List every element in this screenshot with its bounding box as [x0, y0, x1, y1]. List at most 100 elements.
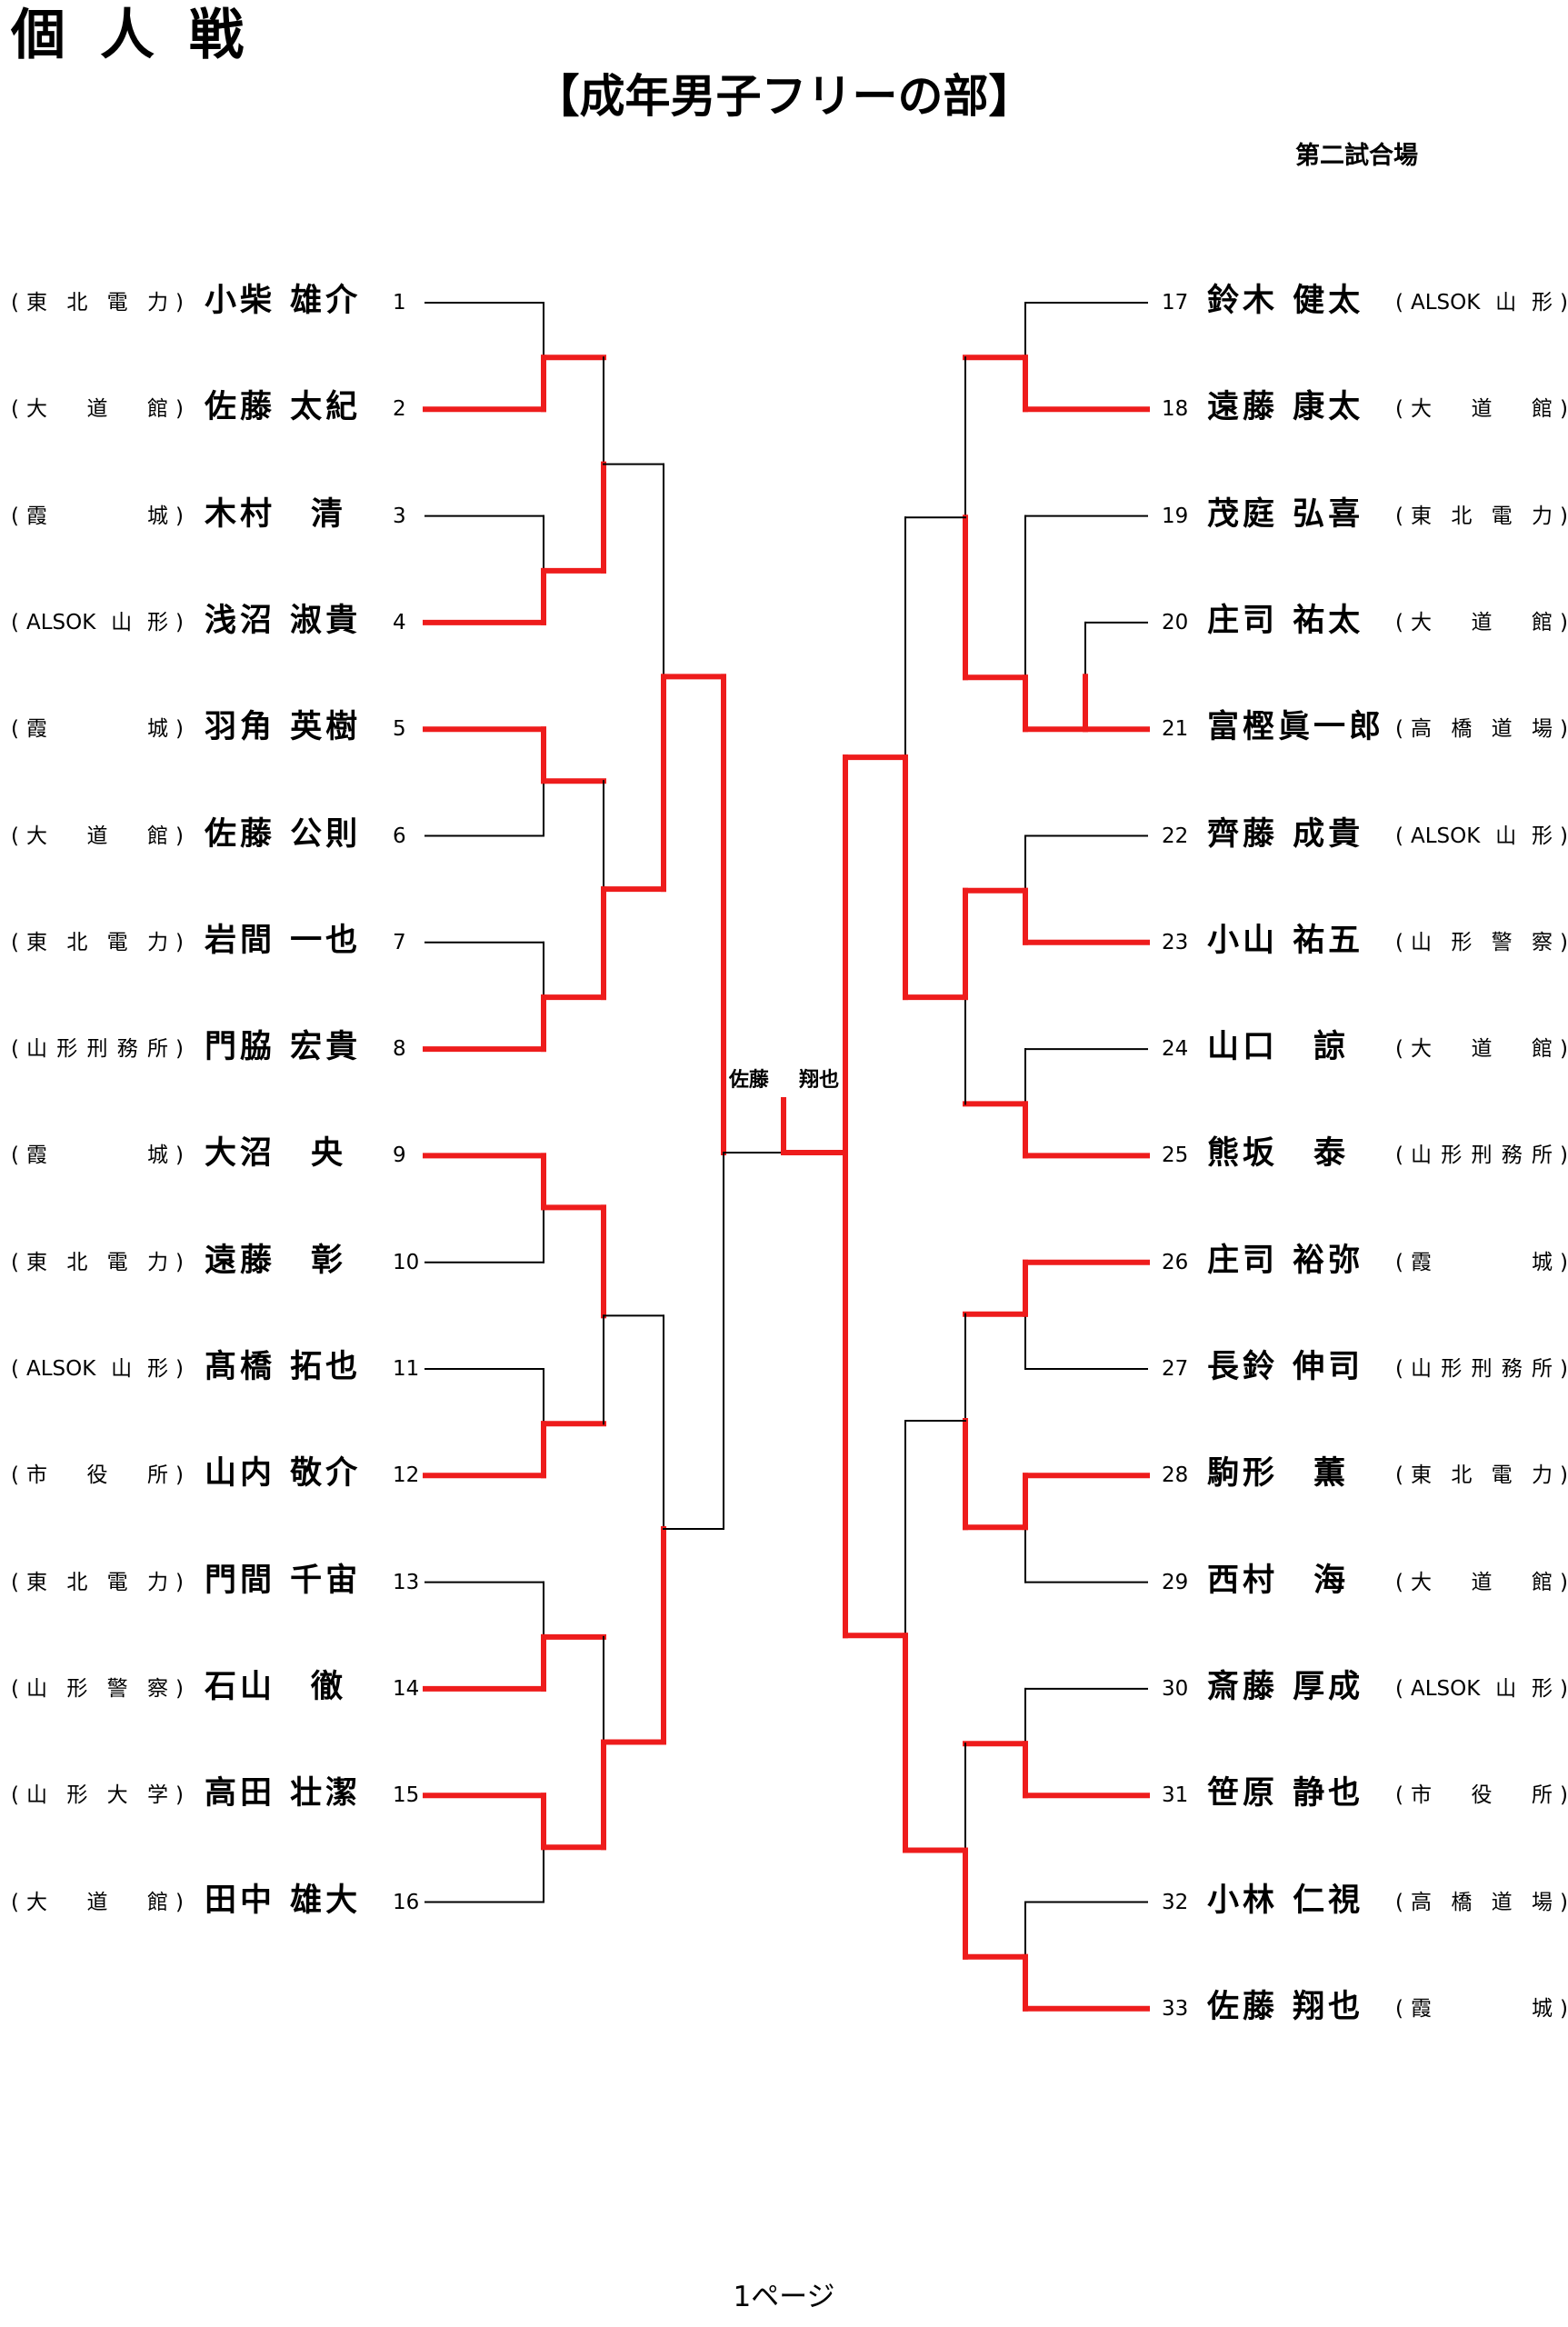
left-seed-number: 4	[393, 610, 406, 634]
paren-close: )	[175, 1144, 184, 1168]
left-affiliation: (東北電力)	[11, 1244, 184, 1281]
right-player-name: 齊藤 成貴	[1207, 815, 1364, 853]
affiliation-text: 大道館	[1410, 397, 1553, 422]
paren-close: )	[175, 930, 184, 954]
right-affiliation: (ALSOK山形)	[1395, 818, 1568, 854]
paren-close: )	[175, 1676, 184, 1701]
left-seed-number: 11	[393, 1357, 420, 1381]
paren-open: (	[1395, 610, 1403, 634]
left-player-name: 石山 徹	[205, 1668, 347, 1705]
right-seed-number: 28	[1162, 1463, 1189, 1488]
paren-close: )	[175, 610, 184, 634]
right-affiliation: (市役所)	[1395, 1777, 1568, 1813]
affiliation-text: 大道館	[25, 824, 169, 848]
affiliation-text: 東北電力	[25, 1570, 169, 1594]
paren-close: )	[1560, 1783, 1568, 1808]
affiliation-text: ALSOK山形	[1410, 824, 1553, 848]
left-affiliation: (霞城)	[11, 711, 184, 747]
paren-open: (	[1395, 1144, 1403, 1168]
right-player-name: 鈴木 健太	[1207, 283, 1364, 319]
right-affiliation: (東北電力)	[1395, 1457, 1568, 1493]
affiliation-text: 山形警察	[1410, 930, 1553, 954]
left-player-name: 佐藤 公則	[205, 815, 362, 853]
left-seed-number: 16	[393, 1890, 420, 1914]
right-seed-number: 20	[1162, 610, 1189, 634]
paren-close: )	[175, 1463, 184, 1488]
paren-close: )	[175, 1890, 184, 1914]
affiliation-text: 大道館	[1410, 610, 1553, 634]
right-seed-number: 29	[1162, 1570, 1189, 1594]
right-player-name: 遠藤 康太	[1207, 389, 1364, 426]
left-player-name: 佐藤 太紀	[205, 389, 362, 426]
left-seed-number: 7	[393, 930, 406, 954]
left-seed-number: 6	[393, 824, 406, 848]
paren-close: )	[1560, 610, 1568, 634]
paren-close: )	[1560, 930, 1568, 954]
right-seed-number: 27	[1162, 1357, 1189, 1381]
left-affiliation: (東北電力)	[11, 1564, 184, 1601]
paren-close: )	[1560, 717, 1568, 742]
left-affiliation: (大道館)	[11, 1884, 184, 1921]
affiliation-text: 大道館	[1410, 1570, 1553, 1594]
paren-close: )	[1560, 1676, 1568, 1701]
paren-open: (	[1395, 1570, 1403, 1594]
left-affiliation: (山形大学)	[11, 1777, 184, 1813]
affiliation-text: 山形刑務所	[1410, 1144, 1553, 1168]
paren-open: (	[1395, 1890, 1403, 1914]
paren-close: )	[1560, 1144, 1568, 1168]
paren-close: )	[1560, 291, 1568, 315]
left-seed-number: 15	[393, 1783, 420, 1808]
right-affiliation: (霞城)	[1395, 1244, 1568, 1281]
affiliation-text: 東北電力	[25, 1250, 169, 1274]
paren-close: )	[1560, 1250, 1568, 1274]
affiliation-text: 市役所	[1410, 1783, 1553, 1808]
paren-open: (	[11, 610, 19, 634]
paren-open: (	[11, 1250, 19, 1274]
paren-open: (	[11, 1676, 19, 1701]
left-player-name: 小柴 雄介	[205, 283, 362, 319]
affiliation-text: 市役所	[25, 1463, 169, 1488]
right-player-name: 佐藤 翔也	[1207, 1988, 1364, 2025]
affiliation-text: 大道館	[1410, 1037, 1553, 1062]
paren-open: (	[11, 504, 19, 528]
affiliation-text: 東北電力	[25, 930, 169, 954]
right-seed-number: 21	[1162, 717, 1189, 742]
affiliation-text: 山形刑務所	[25, 1037, 169, 1062]
right-player-name: 山口 諒	[1207, 1029, 1350, 1066]
right-seed-number: 24	[1162, 1037, 1189, 1062]
paren-open: (	[11, 1037, 19, 1062]
left-seed-number: 13	[393, 1570, 420, 1594]
right-seed-number: 23	[1162, 930, 1189, 954]
left-affiliation: (霞城)	[11, 498, 184, 534]
paren-open: (	[1395, 930, 1403, 954]
affiliation-text: 東北電力	[1410, 1463, 1553, 1488]
paren-close: )	[175, 1037, 184, 1062]
right-affiliation: (ALSOK山形)	[1395, 1671, 1568, 1707]
left-player-name: 木村 清	[205, 495, 347, 533]
right-affiliation: (霞城)	[1395, 1991, 1568, 2027]
left-affiliation: (東北電力)	[11, 924, 184, 961]
right-player-name: 駒形 薫	[1207, 1455, 1350, 1493]
right-affiliation: (山形刑務所)	[1395, 1351, 1568, 1387]
paren-open: (	[1395, 1676, 1403, 1701]
right-seed-number: 17	[1162, 291, 1189, 315]
right-player-name: 熊坂 泰	[1207, 1135, 1350, 1173]
left-player-name: 羽角 英樹	[205, 709, 362, 746]
left-seed-number: 2	[393, 397, 406, 422]
left-affiliation: (ALSOK山形)	[11, 604, 184, 641]
left-player-name: 髙橋 拓也	[205, 1349, 362, 1385]
paren-open: (	[1395, 397, 1403, 422]
right-affiliation: ( 大道館)	[1395, 604, 1568, 641]
paren-close: )	[175, 397, 184, 422]
paren-close: )	[175, 717, 184, 742]
paren-close: )	[1560, 1890, 1568, 1914]
paren-open: (	[11, 291, 19, 315]
paren-open: (	[11, 1357, 19, 1381]
left-affiliation: (山形刑務所)	[11, 1031, 184, 1067]
right-seed-number: 33	[1162, 1996, 1189, 2021]
paren-close: )	[175, 1357, 184, 1381]
paren-close: )	[1560, 1996, 1568, 2021]
paren-open: (	[11, 1890, 19, 1914]
right-seed-number: 25	[1162, 1144, 1189, 1168]
